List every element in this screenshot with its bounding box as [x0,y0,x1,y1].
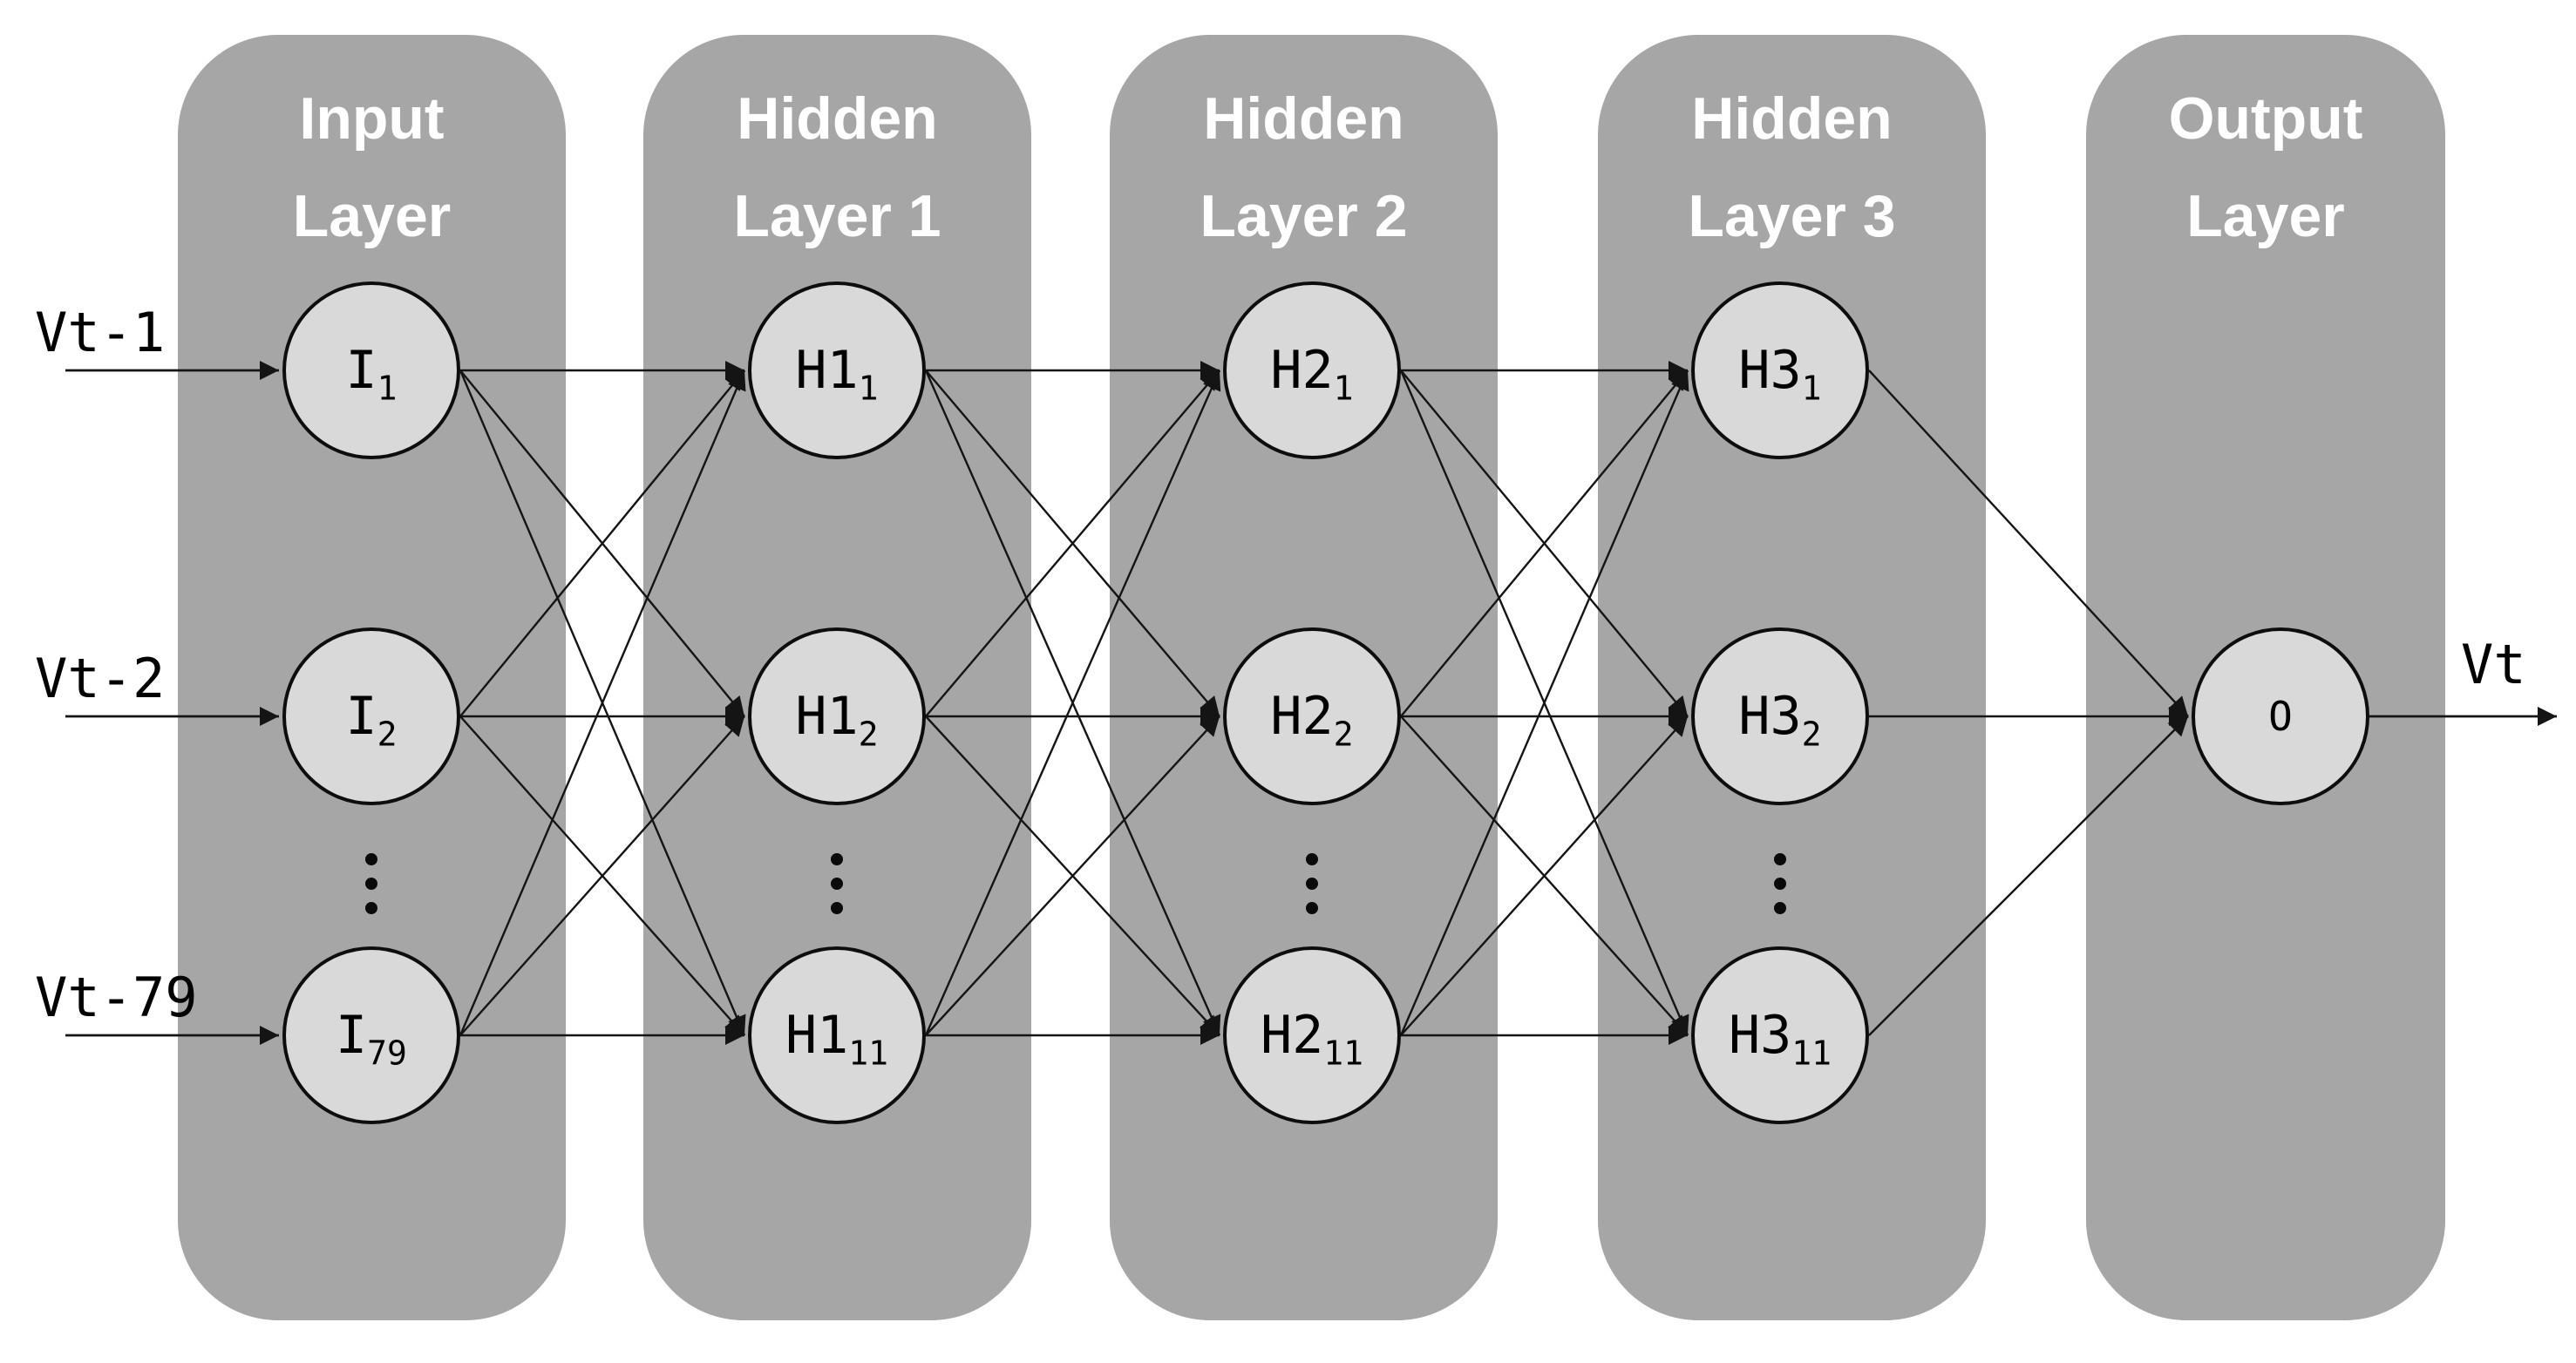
node-label: H32 [1738,686,1822,754]
layer-title: Hidden Layer 3 [1598,70,1986,265]
node-label: I1 [345,340,398,408]
ellipsis-dots [831,853,843,914]
node-h3-11: H311 [1691,946,1869,1124]
node-h2-11: H211 [1223,946,1401,1124]
node-subscript: 2 [1333,715,1354,754]
node-subscript: 2 [1801,715,1822,754]
node-label: H31 [1738,340,1822,408]
dot [1306,853,1318,865]
dot [831,878,843,890]
layer-title-line: Input [299,85,445,152]
layer-title: Hidden Layer 1 [643,70,1031,265]
node-h1-2: H12 [748,627,926,805]
layer-title-line: Output [2168,85,2363,152]
dot [1774,853,1786,865]
node-i1: I1 [282,281,460,459]
node-label: I2 [345,686,398,754]
layer-title-line: Layer 2 [1200,183,1408,249]
node-subscript: 11 [848,1034,888,1073]
output-label-vt: Vt [2461,633,2526,696]
layer-title-line: Layer [292,183,452,249]
node-h3-1: H31 [1691,281,1869,459]
layer-title-line: Hidden [737,85,938,152]
layer-title-line: Hidden [1203,85,1404,152]
node-label: H12 [795,686,879,754]
dot [831,902,843,914]
node-subscript: 1 [1801,369,1822,408]
node-o: O [2192,627,2369,805]
node-i79: I79 [282,946,460,1124]
node-label: H311 [1728,1005,1832,1073]
dot [1774,878,1786,890]
layer-title: Input Layer [178,70,566,265]
ellipsis-dots [365,853,377,914]
layer-title: Hidden Layer 2 [1110,70,1498,265]
layer-title-line: Layer 3 [1688,183,1896,249]
dot [365,878,377,890]
layer-title-line: Hidden [1691,85,1893,152]
layer-title: Output Layer [2086,70,2445,265]
input-label-vt-1: Vt-1 [35,301,166,364]
ellipsis-dots [1306,853,1318,914]
input-label-vt-79: Vt-79 [35,966,198,1029]
node-subscript: 1 [858,369,879,408]
input-label-vt-2: Vt-2 [35,647,166,710]
node-label: O [2268,693,2293,740]
node-subscript: 1 [1333,369,1354,408]
node-subscript: 79 [367,1034,407,1073]
node-subscript: 1 [377,369,398,408]
node-h3-2: H32 [1691,627,1869,805]
node-subscript: 11 [1791,1034,1832,1073]
node-label: H211 [1260,1005,1363,1073]
node-h1-11: H111 [748,946,926,1124]
dot [365,902,377,914]
node-label: I79 [336,1005,407,1073]
dot [1306,878,1318,890]
dot [1306,902,1318,914]
layer-title-line: Layer 1 [733,183,941,249]
node-subscript: 2 [858,715,879,754]
layer-title-line: Layer [2186,183,2345,249]
node-h1-1: H11 [748,281,926,459]
node-label: H21 [1270,340,1354,408]
dot [1774,902,1786,914]
node-label: H111 [785,1005,888,1073]
dot [365,853,377,865]
ellipsis-dots [1774,853,1786,914]
node-h2-1: H21 [1223,281,1401,459]
node-i2: I2 [282,627,460,805]
node-subscript: 2 [377,715,398,754]
dot [831,853,843,865]
node-subscript: 11 [1323,1034,1363,1073]
node-h2-2: H22 [1223,627,1401,805]
node-label: H11 [795,340,879,408]
node-label: H22 [1270,686,1354,754]
